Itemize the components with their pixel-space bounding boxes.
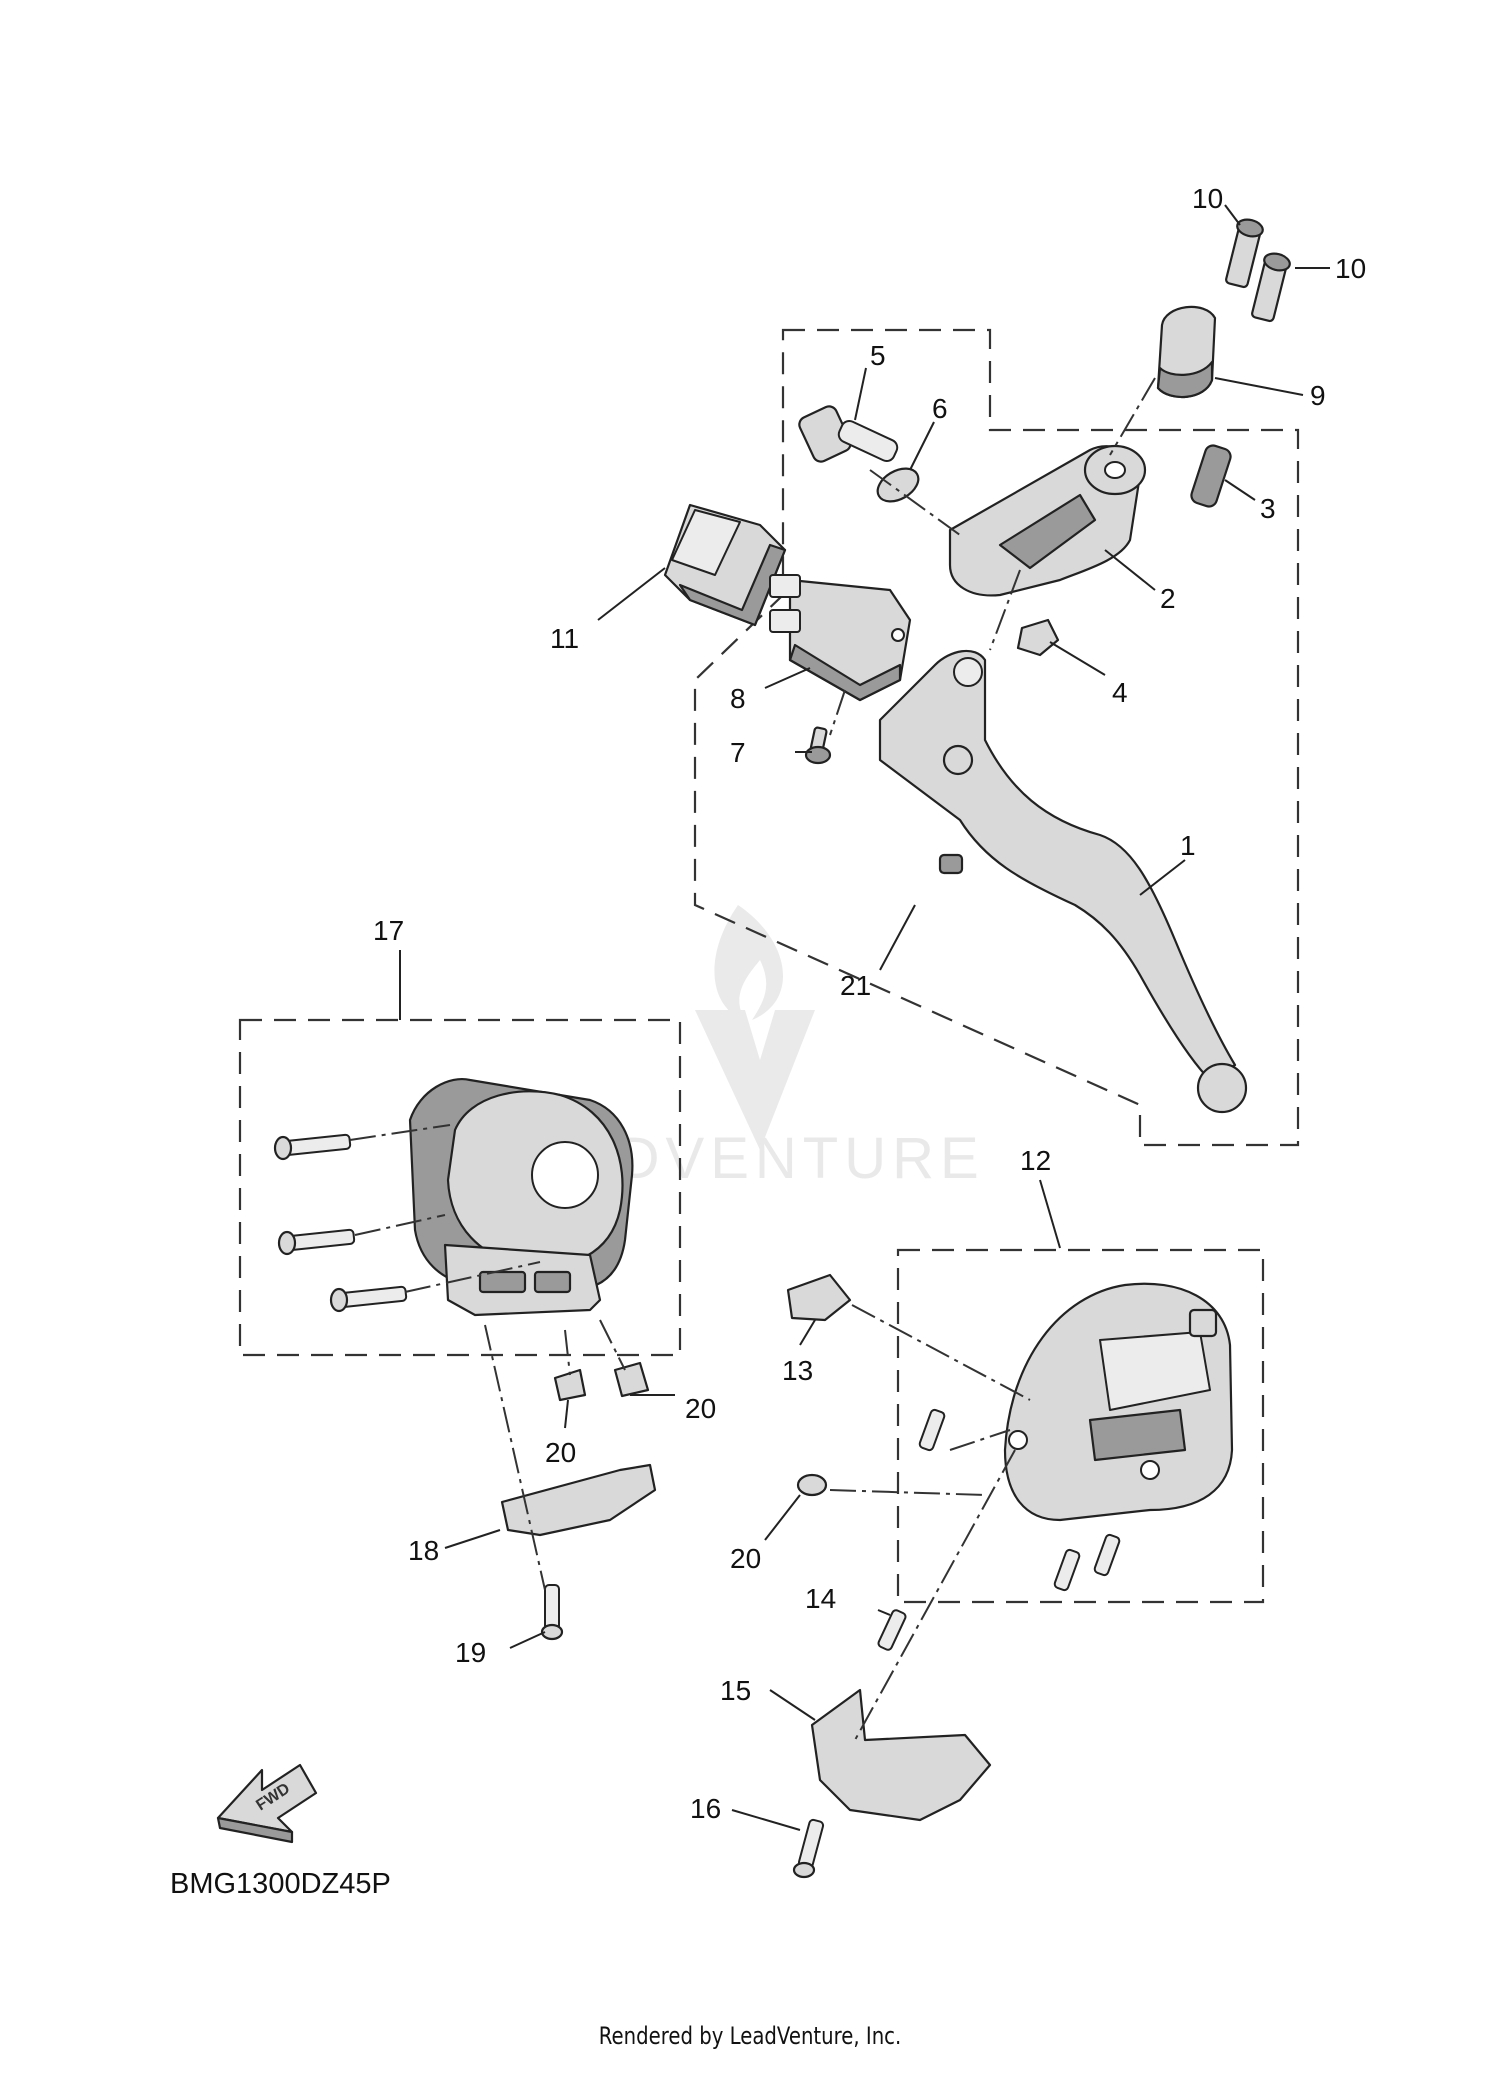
callout-16: 16 xyxy=(690,1793,721,1824)
assembly-line xyxy=(349,1124,451,1141)
handlebar-switch-17 xyxy=(408,1077,634,1317)
callout-20b: 20 xyxy=(685,1393,716,1424)
callout-10a: 10 xyxy=(1192,183,1223,214)
clip-20b xyxy=(613,1361,650,1398)
lever-holder-2 xyxy=(948,444,1147,597)
connector-13 xyxy=(786,1273,852,1322)
callout-14: 14 xyxy=(805,1583,836,1614)
callout-19: 19 xyxy=(455,1637,486,1668)
nut-4 xyxy=(1016,618,1060,657)
bottom-cover-18 xyxy=(500,1463,657,1537)
assembly-line xyxy=(989,569,1021,651)
callout-13: 13 xyxy=(782,1355,813,1386)
assembly-line xyxy=(1109,377,1156,456)
callout-20c: 20 xyxy=(730,1543,761,1574)
assembly-line xyxy=(829,1489,986,1496)
screw-14 xyxy=(877,1609,907,1651)
callout-11: 11 xyxy=(550,623,579,654)
callout-18: 18 xyxy=(408,1535,439,1566)
screw-7 xyxy=(804,726,832,765)
clutch-switch-8 xyxy=(769,574,912,702)
assembly-line xyxy=(869,469,961,536)
callout-15: 15 xyxy=(720,1675,751,1706)
bottom-cover-15 xyxy=(810,1688,992,1822)
assembly-line xyxy=(829,689,846,736)
pivot-pin-3 xyxy=(1190,444,1232,508)
handlebar-switch-12 xyxy=(1003,1282,1234,1522)
screw-12c xyxy=(1093,1533,1121,1577)
callout-8: 8 xyxy=(730,683,746,714)
switch-cover-11 xyxy=(663,503,787,627)
assembly-boundary-21 xyxy=(693,328,1300,1147)
callout-1: 1 xyxy=(1180,830,1196,861)
assembly-line xyxy=(484,1324,546,1591)
grommet-20c xyxy=(796,1473,828,1497)
assembly-line xyxy=(354,1214,446,1236)
screw-19 xyxy=(540,1584,564,1641)
callout-5: 5 xyxy=(870,340,886,371)
assembly-boundary-17 xyxy=(238,1018,682,1357)
callout-21: 21 xyxy=(840,970,871,1001)
callout-12: 12 xyxy=(1020,1145,1051,1176)
fwd-arrow-icon: FWD xyxy=(216,1763,318,1844)
bolt-10a xyxy=(1225,218,1264,289)
callout-2: 2 xyxy=(1160,583,1176,614)
leader-lines xyxy=(399,204,1330,1831)
assembly-line xyxy=(949,1429,1011,1451)
callout-9: 9 xyxy=(1310,380,1326,411)
callout-10b: 10 xyxy=(1335,253,1366,284)
assembly-line xyxy=(599,1319,626,1371)
callout-7: 7 xyxy=(730,737,746,768)
diagram-code: BMG1300DZ45P xyxy=(170,1868,391,1900)
assembly-line xyxy=(851,1304,1031,1401)
assembly-boundary-12 xyxy=(896,1248,1265,1604)
screw-17b xyxy=(277,1228,356,1256)
assembly-line xyxy=(564,1329,571,1376)
assembly-line xyxy=(854,1449,1016,1741)
callout-17: 17 xyxy=(373,915,404,946)
clutch-lever-1 xyxy=(878,649,1248,1114)
screw-17c xyxy=(329,1285,408,1313)
assembly-line xyxy=(404,1261,541,1293)
screw-12b xyxy=(1053,1548,1081,1592)
clamp-9 xyxy=(1156,305,1217,399)
screw-17a xyxy=(273,1133,352,1161)
callout-6: 6 xyxy=(932,393,948,424)
screw-12a xyxy=(918,1408,946,1452)
callout-3: 3 xyxy=(1260,493,1276,524)
footer-credit: Rendered by LeadVenture, Inc. xyxy=(598,2022,902,2050)
callout-20a: 20 xyxy=(545,1437,576,1468)
adjuster-5 xyxy=(798,405,899,463)
washer-6 xyxy=(876,467,920,503)
screw-16 xyxy=(792,1818,825,1879)
clip-20a xyxy=(553,1368,587,1402)
bolt-10b xyxy=(1251,252,1291,323)
callout-4: 4 xyxy=(1112,677,1128,708)
